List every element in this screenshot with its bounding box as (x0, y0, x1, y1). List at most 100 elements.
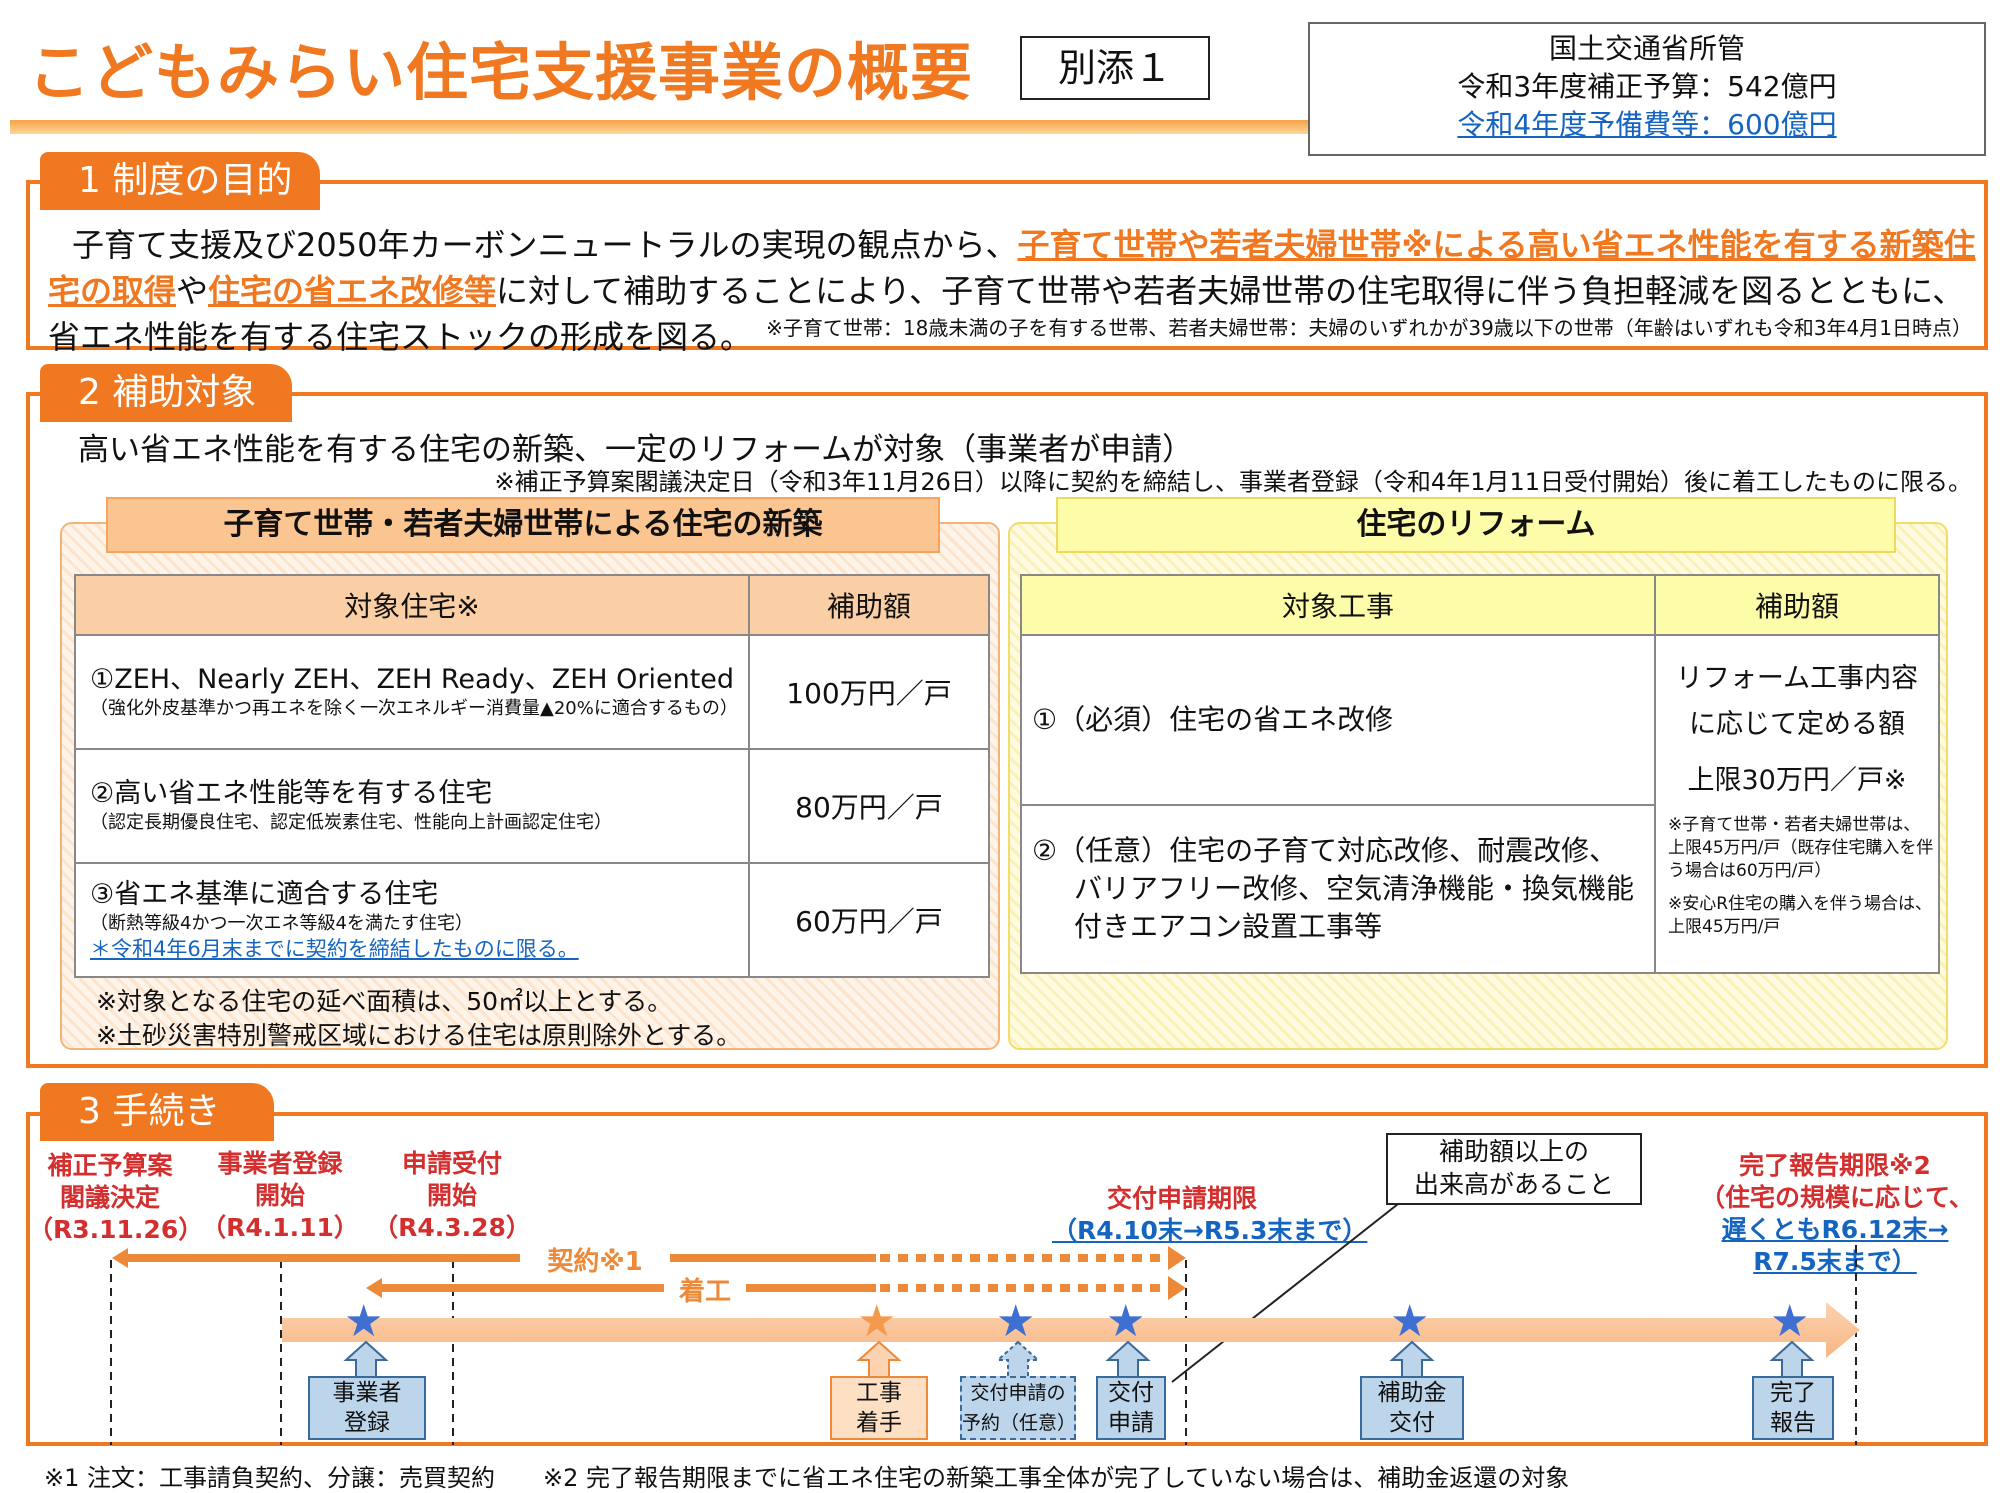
reform-amount-note: ※子育て世帯・若者夫婦世帯は、上限45万円/戸（既存住宅購入を伴う場合は60万円… (1668, 815, 1934, 881)
callout-line: 出来高があること (1413, 1170, 1614, 1199)
col-target-work: 対象工事 (1020, 574, 1656, 636)
subsidy-amount-cell: 80万円／戸 (748, 748, 990, 864)
table-row: ③省エネ基準に適合する住宅 （断熱等級4かつ一次エネ等級4を満たす住宅） ＊令和… (74, 862, 990, 978)
attachment-label: 別添１ (1020, 36, 1210, 100)
arrow-up-icon (1769, 1340, 1815, 1379)
milestone-line: 開始 (254, 1181, 305, 1210)
milestone-report-deadline: 完了報告期限※2 （住宅の規模に応じて、 遅くともR6.12末→ R7.5末まで… (1700, 1150, 1974, 1278)
purpose-note: ※子育て世帯：18歳未満の子を有する世帯、若者夫婦世帯：夫婦のいずれかが39歳以… (766, 316, 1972, 340)
milestone-line: 交付申請期限 (1106, 1184, 1257, 1213)
new-build-table: 対象住宅※ 補助額 ①ZEH、Nearly ZEH、ZEH Ready、ZEH … (74, 574, 990, 978)
milestone-date: （R4.3.28） (373, 1213, 531, 1242)
arrow-up-icon (856, 1340, 902, 1379)
step-construction-start: 工事 着手 (830, 1376, 928, 1440)
star-icon: ★ (344, 1296, 384, 1347)
new-build-heading: 子育て世帯・若者夫婦世帯による住宅の新築 (106, 497, 940, 553)
work-optional-line: バリアフリー改修、空気清浄機能・換気機能 (1074, 872, 1635, 905)
work-optional-line: ②（任意）住宅の子育て対応改修、耐震改修、 (1032, 834, 1618, 867)
table-header-row: 対象工事 補助額 (1020, 574, 1940, 636)
milestone-registration-start: 事業者登録 開始 （R4.1.11） (200, 1148, 360, 1244)
reform-amount-line: リフォーム工事内容 (1675, 663, 1919, 694)
floor-area-note: ※対象となる住宅の延べ面積は、50㎡以上とする。 (96, 987, 673, 1016)
purpose-text-2: や (176, 272, 209, 310)
milestone-date[interactable]: 遅くともR6.12末→ (1721, 1215, 1949, 1244)
section-purpose (26, 180, 1988, 350)
house-type-main: ①ZEH、Nearly ZEH、ZEH Ready、ZEH Oriented (90, 664, 735, 695)
milestone-line: 完了報告期限※2 (1739, 1151, 1931, 1180)
house-type-sub: （強化外皮基準かつ再エネを除く一次エネルギー消費量▲20%に適合するもの） (90, 698, 738, 719)
budget-ministry: 国土交通省所管 (1548, 32, 1745, 65)
arrow-up-icon (1389, 1340, 1435, 1379)
reform-amount-line: に応じて定める額 (1689, 709, 1905, 740)
milestone-cabinet-decision: 補正予算案 閣議決定 （R3.11.26） (28, 1150, 204, 1246)
house-type-sub: （認定長期優良住宅、認定低炭素住宅、性能向上計画認定住宅） (90, 812, 612, 833)
arrow-up-icon (343, 1340, 389, 1379)
target-condition-note: ※補正予算案閣議決定日（令和3年11月26日）以降に契約を締結し、事業者登録（令… (494, 468, 1972, 496)
col-subsidy-amount: 補助額 (748, 574, 990, 636)
step-line: 補助金 (1377, 1380, 1447, 1406)
milestone-line: 閣議決定 (59, 1183, 160, 1212)
target-summary: 高い省エネ性能を有する住宅の新築、一定のリフォームが対象（事業者が申請） (78, 432, 1194, 468)
arrow-up-icon (995, 1340, 1041, 1379)
step-line: 交付申請の (970, 1382, 1066, 1404)
milestone-line: 開始 (426, 1181, 477, 1210)
subsidy-amount-cell: 60万円／戸 (748, 862, 990, 978)
step-line: 交付 (1389, 1410, 1435, 1436)
house-type-cell: ②高い省エネ性能等を有する住宅 （認定長期優良住宅、認定低炭素住宅、性能向上計画… (74, 748, 750, 864)
start-arrow-right (1168, 1276, 1186, 1300)
table-row: ①ZEH、Nearly ZEH、ZEH Ready、ZEH Oriented （… (74, 634, 990, 750)
milestone-line: （住宅の規模に応じて、 (1700, 1183, 1974, 1212)
milestone-line: 事業者登録 (217, 1149, 343, 1178)
star-icon: ★ (996, 1296, 1036, 1347)
step-line: 報告 (1770, 1410, 1816, 1436)
budget-box: 国土交通省所管 令和3年度補正予算：542億円 令和4年度予備費等：600億円 (1308, 22, 1986, 156)
step-line: 工事 (856, 1380, 902, 1406)
reform-amount-note: ※安心R住宅の購入を伴う場合は、上限45万円/戸 (1668, 894, 1933, 937)
purpose-text-1: 子育て支援及び2050年カーボンニュートラルの実現の観点から、 (72, 226, 1018, 264)
contract-deadline-link[interactable]: ＊令和4年6月末までに契約を締結したものに限る。 (90, 937, 579, 961)
step-line: 申請 (1108, 1410, 1154, 1436)
reform-amount-cell: リフォーム工事内容 に応じて定める額 上限30万円／戸※ ※子育て世帯・若者夫婦… (1654, 634, 1940, 974)
milestone-application-start: 申請受付 開始 （R4.3.28） (372, 1148, 532, 1244)
reform-heading: 住宅のリフォーム (1056, 497, 1896, 553)
work-optional-cell: ②（任意）住宅の子育て対応改修、耐震改修、 バリアフリー改修、空気清浄機能・換気… (1020, 804, 1656, 974)
step-line: 着手 (856, 1410, 902, 1436)
table-row: ②高い省エネ性能等を有する住宅 （認定長期優良住宅、認定低炭素住宅、性能向上計画… (74, 748, 990, 864)
table-row: ②（任意）住宅の子育て対応改修、耐震改修、 バリアフリー改修、空気清浄機能・換気… (1020, 804, 1939, 974)
milestone-line: 補正予算案 (47, 1151, 173, 1180)
work-optional-line: 付きエアコン設置工事等 (1074, 910, 1383, 943)
reform-amount-cap: 上限30万円／戸※ (1687, 765, 1907, 796)
contract-arrow-left (112, 1248, 876, 1268)
purpose-text-3: に対して補助することにより、子育て世帯や若者夫婦世帯の住宅取得に伴う負担軽減を図… (48, 272, 1965, 356)
step-completion-report: 完了 報告 (1752, 1376, 1834, 1440)
step-grant-application: 交付 申請 (1096, 1376, 1166, 1440)
milestone-date[interactable]: R7.5末まで） (1753, 1247, 1917, 1276)
landslide-zone-note: ※土砂災害特別警戒区域における住宅は原則除外とする。 (96, 1021, 742, 1050)
work-required-cell: ①（必須）住宅の省エネ改修 (1020, 634, 1656, 806)
milestone-line: 申請受付 (401, 1149, 502, 1178)
table-row: ①（必須）住宅の省エネ改修 リフォーム工事内容 に応じて定める額 上限30万円／… (1020, 634, 1940, 974)
step-line: 完了 (1770, 1380, 1816, 1406)
budget-supplementary: 令和3年度補正予算：542億円 (1457, 70, 1837, 103)
house-type-cell: ①ZEH、Nearly ZEH、ZEH Ready、ZEH Oriented （… (74, 634, 750, 750)
col-subsidy-amount: 補助額 (1654, 574, 1940, 636)
subsidy-amount-cell: 100万円／戸 (748, 634, 990, 750)
milestone-date: （R4.1.11） (201, 1213, 359, 1242)
contract-arrow-right (1168, 1246, 1186, 1270)
step-arrows (343, 1340, 1815, 1379)
star-icon: ★ (857, 1296, 897, 1347)
procedure-timeline (110, 1203, 1860, 1445)
step-line: 事業者 (332, 1380, 402, 1406)
progress-band-arrow (282, 1302, 1860, 1358)
step-line: 予約（任意） (962, 1412, 1077, 1434)
house-type-cell: ③省エネ基準に適合する住宅 （断熱等級4かつ一次エネ等級4を満たす住宅） ＊令和… (74, 862, 750, 978)
callout-connector (1171, 1203, 1399, 1383)
start-label: 着工 (664, 1271, 746, 1308)
col-target-house: 対象住宅※ (74, 574, 750, 636)
procedure-footnote: ※1 注文：工事請負契約、分譲：売買契約 ※2 完了報告期限までに省エネ住宅の新… (44, 1464, 1570, 1492)
section-purpose-tab: 1 制度の目的 (40, 152, 320, 210)
start-arrow-left (366, 1278, 876, 1298)
table-header-row: 対象住宅※ 補助額 (74, 574, 990, 636)
milestone-date: （R3.11.26） (28, 1215, 204, 1244)
budget-reserve-link[interactable]: 令和4年度予備費等：600億円 (1457, 108, 1837, 141)
